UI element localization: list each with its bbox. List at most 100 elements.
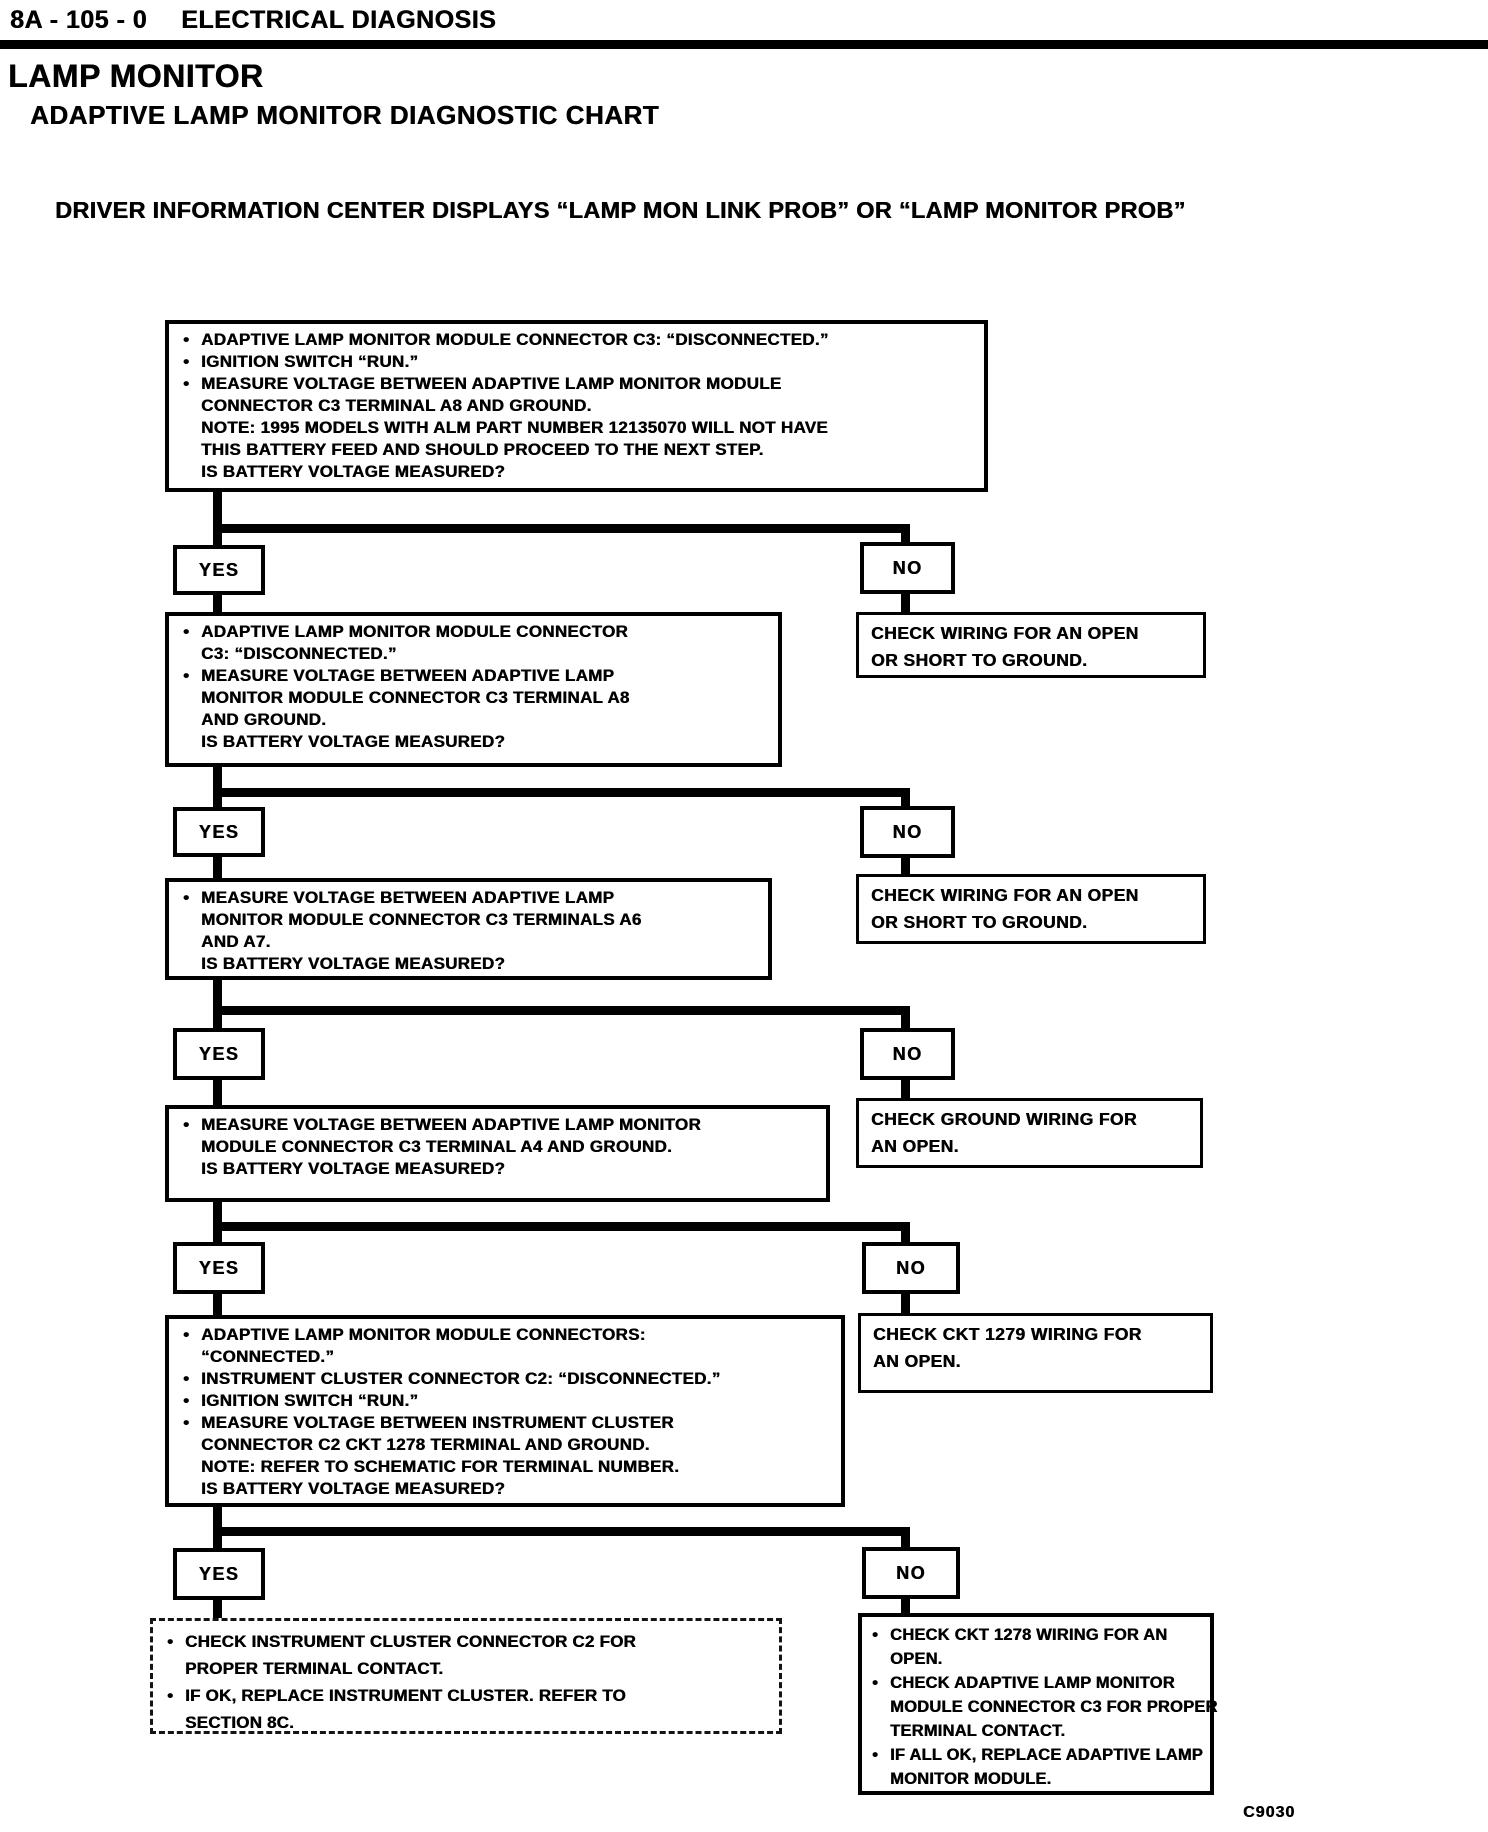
connector-line <box>213 1231 222 1242</box>
node-text: MEASURE VOLTAGE BETWEEN ADAPTIVE LAMP <box>201 888 615 907</box>
node-text-line: •CHECK CKT 1278 WIRING FOR AN <box>872 1623 1204 1647</box>
node-text-line: • MEASURE VOLTAGE BETWEEN ADAPTIVE LAMP M… <box>183 373 974 395</box>
page-header-title: ELECTRICAL DIAGNOSIS <box>181 6 497 34</box>
connector-line <box>901 1015 910 1028</box>
header-rule <box>0 40 1488 49</box>
yes-box-5-label: YES <box>198 1563 240 1584</box>
node-text: MONITOR MODULE. <box>890 1770 1052 1788</box>
connector-line <box>213 1600 222 1618</box>
node-text-line: CONNECTOR C3 TERMINAL A8 AND GROUND. <box>183 395 974 417</box>
bullet-spacer <box>872 1695 890 1719</box>
connector-line <box>213 797 222 807</box>
decision-box-5: • ADAPTIVE LAMP MONITOR MODULE CONNECTORS… <box>165 1315 845 1507</box>
chart-subtitle: ADAPTIVE LAMP MONITOR DIAGNOSTIC CHART <box>30 100 660 130</box>
node-text: CHECK CKT 1278 WIRING FOR AN <box>890 1626 1168 1644</box>
node-text-line: THIS BATTERY FEED AND SHOULD PROCEED TO … <box>183 439 974 461</box>
node-text: IS BATTERY VOLTAGE MEASURED? <box>201 1479 506 1498</box>
node-text-line: SECTION 8C. <box>167 1709 771 1736</box>
decision-box-1: •ADAPTIVE LAMP MONITOR MODULE CONNECTOR … <box>165 320 988 492</box>
node-text: AND A7. <box>201 932 271 951</box>
node-text-line: MONITOR MODULE CONNECTOR C3 TERMINALS A6 <box>183 909 758 931</box>
node-text: CONNECTOR C3 TERMINAL A8 AND GROUND. <box>201 396 592 415</box>
node-text: CHECK WIRING FOR AN OPEN <box>871 623 1139 643</box>
node-text: “CONNECTED.” <box>201 1347 334 1366</box>
yes-box-3-label: YES <box>198 1043 240 1064</box>
node-text: NOTE: REFER TO SCHEMATIC FOR TERMINAL NU… <box>201 1457 680 1476</box>
no-box-5: NO <box>862 1547 960 1599</box>
node-text-line: IS BATTERY VOLTAGE MEASURED? <box>183 953 758 975</box>
node-text: IS BATTERY VOLTAGE MEASURED? <box>201 954 506 973</box>
connector-line <box>213 1536 222 1548</box>
node-text: MEASURE VOLTAGE BETWEEN INSTRUMENT CLUST… <box>201 1413 674 1432</box>
bullet-marker: • <box>183 622 190 641</box>
bullet-marker: • <box>183 1115 190 1134</box>
node-text: AN OPEN. <box>871 1136 959 1156</box>
yes-box-4-label: YES <box>198 1257 240 1278</box>
page-number: 8A - 105 - 0 <box>10 6 148 34</box>
yes-box-1: YES <box>173 545 265 595</box>
connector-line <box>901 533 910 542</box>
node-text: IS BATTERY VOLTAGE MEASURED? <box>201 462 506 481</box>
node-text: AND GROUND. <box>201 710 327 729</box>
bullet-marker: • <box>183 1325 190 1344</box>
node-text-line: • IF ALL OK, REPLACE ADAPTIVE LAMP <box>872 1743 1204 1767</box>
bullet-spacer <box>183 395 201 417</box>
node-text-line: • MEASURE VOLTAGE BETWEEN ADAPTIVE LAMP <box>183 887 758 909</box>
bullet-marker: • <box>183 888 190 907</box>
node-text: MONITOR MODULE CONNECTOR C3 TERMINAL A8 <box>201 688 630 707</box>
connector-line <box>213 767 222 788</box>
connector-line <box>901 1231 910 1242</box>
connector-line <box>213 1015 222 1028</box>
node-text-line: MONITOR MODULE. <box>872 1767 1204 1791</box>
bullet-marker: • <box>183 1413 190 1432</box>
bullet-spacer <box>167 1655 185 1682</box>
connector-line <box>213 857 222 878</box>
node-text: OR SHORT TO GROUND. <box>871 912 1088 932</box>
bullet-spacer <box>183 1346 201 1368</box>
section-title: LAMP MONITOR <box>8 58 264 94</box>
node-text-line: •CHECK ADAPTIVE LAMP MONITOR <box>872 1671 1204 1695</box>
node-text-line: •MEASURE VOLTAGE BETWEEN ADAPTIVE LAMP <box>183 665 768 687</box>
bullet-spacer <box>183 731 201 753</box>
node-text-line: AND GROUND. <box>183 709 768 731</box>
bullet-marker: • <box>872 1746 878 1764</box>
bullet-marker: • <box>183 1369 190 1388</box>
connector-line <box>901 1536 910 1547</box>
node-text-line: •IGNITION SWITCH “RUN.” <box>183 351 974 373</box>
no-box-5-label: NO <box>896 1562 926 1583</box>
node-text: AN OPEN. <box>873 1351 961 1371</box>
bullet-marker: • <box>872 1674 878 1692</box>
node-text: PROPER TERMINAL CONTACT. <box>185 1659 444 1678</box>
node-text: INSTRUMENT CLUSTER CONNECTOR C2: “DISCON… <box>201 1369 721 1388</box>
node-text-line: OPEN. <box>872 1647 1204 1671</box>
bullet-spacer <box>872 1647 890 1671</box>
node-text-line: MONITOR MODULE CONNECTOR C3 TERMINAL A8 <box>183 687 768 709</box>
bullet-spacer <box>183 1478 201 1500</box>
bullet-marker: • <box>183 1391 190 1410</box>
node-text: MODULE CONNECTOR C3 FOR PROPER <box>890 1698 1218 1716</box>
bullet-marker: • <box>183 352 190 371</box>
node-text-line: OR SHORT TO GROUND. <box>871 647 1195 674</box>
node-text: CHECK WIRING FOR AN OPEN <box>871 885 1139 905</box>
no-box-2: NO <box>860 806 955 858</box>
node-text: MEASURE VOLTAGE BETWEEN ADAPTIVE LAMP MO… <box>201 374 782 393</box>
node-text-line: •CHECK INSTRUMENT CLUSTER CONNECTOR C2 F… <box>167 1628 771 1655</box>
node-text: IS BATTERY VOLTAGE MEASURED? <box>201 732 506 751</box>
connector-line <box>213 1222 910 1231</box>
condition-statement: DRIVER INFORMATION CENTER DISPLAYS “LAMP… <box>55 197 1186 223</box>
bullet-spacer <box>183 461 201 483</box>
node-text-line: MODULE CONNECTOR C3 FOR PROPER <box>872 1695 1217 1719</box>
node-text: IF ALL OK, REPLACE ADAPTIVE LAMP <box>890 1746 1203 1764</box>
node-text-line: NOTE: 1995 MODELS WITH ALM PART NUMBER 1… <box>183 417 974 439</box>
node-text: ADAPTIVE LAMP MONITOR MODULE CONNECTORS: <box>201 1325 646 1344</box>
node-text-line: AND A7. <box>183 931 758 953</box>
connector-line <box>213 1294 222 1315</box>
decision-box-4: •MEASURE VOLTAGE BETWEEN ADAPTIVE LAMP M… <box>165 1105 830 1202</box>
node-text-line: •IF OK, REPLACE INSTRUMENT CLUSTER. REFE… <box>167 1682 771 1709</box>
node-text-line: NOTE: REFER TO SCHEMATIC FOR TERMINAL NU… <box>183 1456 831 1478</box>
bullet-marker: • <box>183 374 190 393</box>
bullet-marker: • <box>183 666 190 685</box>
no-box-3: NO <box>860 1028 955 1080</box>
